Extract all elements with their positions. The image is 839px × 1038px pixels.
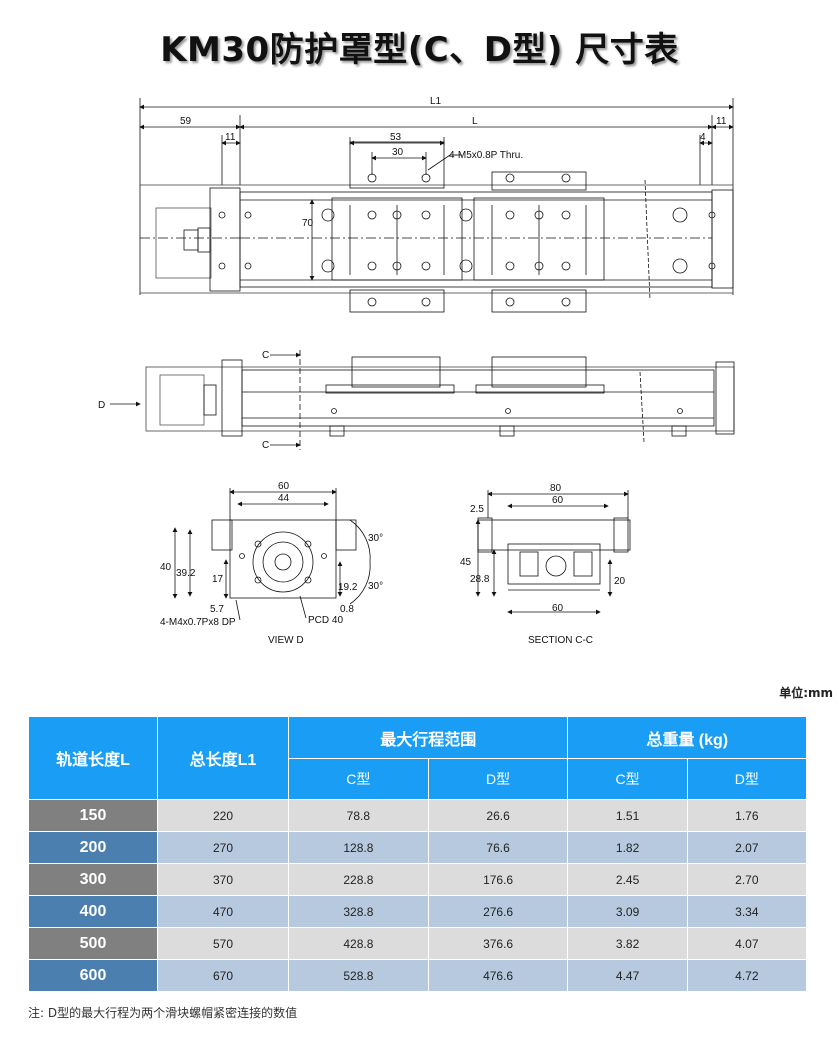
dim-view-60: 60 [278, 481, 290, 492]
cell-weight-d: 4.07 [686, 927, 808, 960]
dim-4: 4 [700, 132, 706, 143]
section-cc-caption: SECTION C-C [528, 635, 593, 646]
dim-sec-80: 80 [550, 483, 562, 494]
cell-stroke-c: 328.8 [288, 895, 429, 928]
section-mark-c-top: C [262, 350, 269, 361]
dim-sec-20: 20 [614, 576, 626, 587]
dim-sec-2-5: 2.5 [470, 504, 484, 515]
view-mark-d: D [98, 400, 105, 411]
cell-rail-length: 500 [28, 927, 158, 960]
view-d-caption: VIEW D [268, 635, 304, 646]
header-stroke-d: D型 [427, 758, 569, 800]
dim-view-39-2: 39.2 [176, 568, 196, 579]
cell-weight-c: 1.51 [567, 799, 688, 832]
cell-weight-c: 3.82 [567, 927, 688, 960]
pcd-label: PCD 40 [308, 615, 343, 626]
dim-l1: L1 [430, 96, 442, 107]
section-mark-c-bottom: C [262, 440, 269, 451]
dim-sec-60-top: 60 [552, 495, 564, 506]
technical-drawing: L1 59 L 11 11 4 53 30 4-M5x0.8P Thru. 70… [98, 96, 735, 646]
cell-stroke-d: 76.6 [427, 831, 569, 864]
cell-stroke-d: 476.6 [427, 959, 569, 992]
cell-total-length: 270 [157, 831, 289, 864]
cell-rail-length: 400 [28, 895, 158, 928]
cell-total-length: 570 [157, 927, 289, 960]
thread-callout-view: 4-M4x0.7Px8 DP [160, 617, 236, 628]
dim-sec-28-8: 28.8 [470, 574, 490, 585]
footnote: 注: D型的最大行程为两个滑块螺帽紧密连接的数值 [28, 1006, 298, 1020]
table-row: 200 270 128.8 76.6 1.82 2.07 [28, 831, 808, 864]
thread-callout-top: 4-M5x0.8P Thru. [449, 150, 523, 161]
dim-view-0-8: 0.8 [340, 604, 354, 615]
table-row: 500 570 428.8 376.6 3.82 4.07 [28, 927, 808, 960]
cell-rail-length: 200 [28, 831, 158, 864]
dim-70: 70 [302, 218, 314, 229]
header-max-stroke: 最大行程范围 [287, 716, 569, 759]
dim-11-right: 11 [716, 116, 727, 127]
table-row: 150 220 78.8 26.6 1.51 1.76 [28, 799, 808, 832]
cell-weight-d: 3.34 [686, 895, 808, 928]
dim-sec-60-bottom: 60 [552, 603, 564, 614]
cell-stroke-c: 228.8 [288, 863, 429, 896]
header-stroke-c: C型 [288, 758, 429, 800]
cell-total-length: 470 [157, 895, 289, 928]
cell-weight-c: 3.09 [567, 895, 688, 928]
cell-total-length: 220 [157, 799, 289, 832]
cell-weight-d: 4.72 [686, 959, 808, 992]
cell-total-length: 670 [157, 959, 289, 992]
cell-weight-d: 2.07 [686, 831, 808, 864]
page-title: KM30防护罩型(C、D型) 尺寸表 [160, 30, 679, 70]
cell-weight-d: 2.70 [686, 863, 808, 896]
dim-sec-45: 45 [460, 557, 472, 568]
cell-stroke-c: 78.8 [288, 799, 429, 832]
header-rail-length: 轨道长度L [28, 716, 158, 800]
angle-30-top: 30° [368, 533, 383, 544]
dim-11-left: 11 [225, 132, 236, 143]
angle-30-bottom: 30° [368, 581, 383, 592]
dim-view-19-2: 19.2 [338, 582, 358, 593]
cell-rail-length: 300 [28, 863, 158, 896]
cell-weight-c: 1.82 [567, 831, 688, 864]
cell-total-length: 370 [157, 863, 289, 896]
header-weight-d: D型 [686, 758, 808, 800]
cell-stroke-c: 128.8 [288, 831, 429, 864]
table-row: 300 370 228.8 176.6 2.45 2.70 [28, 863, 808, 896]
dim-view-17: 17 [212, 574, 224, 585]
dim-view-40: 40 [160, 562, 172, 573]
header-total-weight: 总重量 (kg) [567, 716, 807, 759]
cell-stroke-d: 26.6 [427, 799, 569, 832]
dim-53: 53 [390, 132, 402, 143]
spec-table: 轨道长度L 总长度L1 最大行程范围 总重量 (kg) C型 D型 C型 D型 … [28, 716, 808, 992]
dim-59: 59 [180, 116, 192, 127]
cell-stroke-d: 376.6 [427, 927, 569, 960]
cell-stroke-c: 528.8 [288, 959, 429, 992]
header-weight-c: C型 [567, 758, 688, 800]
dim-l: L [472, 116, 478, 127]
cell-rail-length: 150 [28, 799, 158, 832]
cell-weight-c: 4.47 [567, 959, 688, 992]
dim-view-44: 44 [278, 493, 290, 504]
unit-label: 单位:mm [779, 686, 833, 700]
cell-stroke-c: 428.8 [288, 927, 429, 960]
table-row: 400 470 328.8 276.6 3.09 3.34 [28, 895, 808, 928]
table-row: 600 670 528.8 476.6 4.47 4.72 [28, 959, 808, 992]
dim-30: 30 [392, 147, 404, 158]
cell-rail-length: 600 [28, 959, 158, 992]
cell-stroke-d: 276.6 [427, 895, 569, 928]
cell-weight-c: 2.45 [567, 863, 688, 896]
cell-weight-d: 1.76 [686, 799, 808, 832]
cell-stroke-d: 176.6 [427, 863, 569, 896]
dim-view-5-7: 5.7 [210, 604, 224, 615]
header-total-length: 总长度L1 [157, 716, 289, 800]
